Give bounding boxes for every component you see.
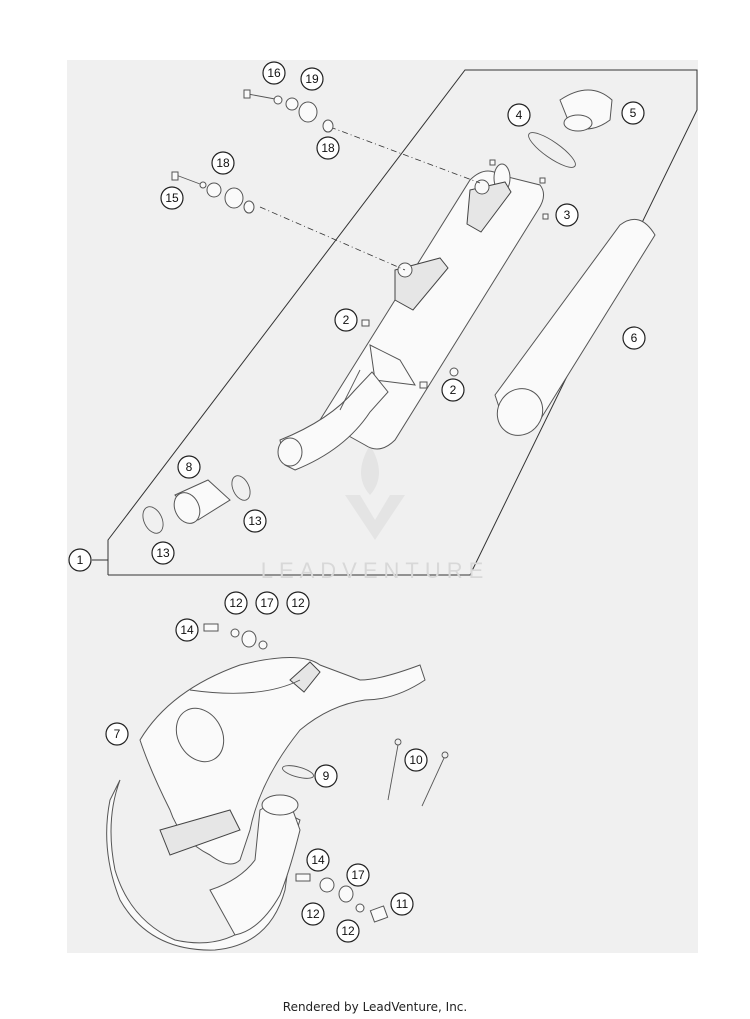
svg-text:12: 12 [291, 596, 305, 610]
springs-10 [387, 738, 449, 807]
callout-7: 7 [105, 722, 129, 746]
svg-text:16: 16 [267, 66, 281, 80]
callout-10: 10 [404, 748, 428, 772]
callout-19: 19 [300, 67, 324, 91]
svg-text:17: 17 [260, 596, 274, 610]
callout-18b: 18 [316, 136, 340, 160]
svg-text:2: 2 [450, 383, 457, 397]
svg-text:6: 6 [631, 331, 638, 345]
callout-5: 5 [621, 101, 645, 125]
svg-text:12: 12 [341, 924, 355, 938]
svg-text:17: 17 [351, 868, 365, 882]
footer-credit: Rendered by LeadVenture, Inc. [282, 1000, 468, 1014]
o-ring-4 [528, 132, 576, 168]
svg-text:12: 12 [229, 596, 243, 610]
callout-12c: 12 [301, 902, 325, 926]
svg-text:3: 3 [564, 208, 571, 222]
svg-text:4: 4 [516, 108, 523, 122]
connecting-sleeve-8 [173, 479, 231, 524]
callout-13b: 13 [151, 541, 175, 565]
callout-12a: 12 [224, 591, 248, 615]
watermark-text: LEADVENTURE [261, 558, 490, 583]
callout-14b: 14 [306, 848, 330, 872]
callout-18a: 18 [211, 151, 235, 175]
callout-16: 16 [262, 61, 286, 85]
svg-text:11: 11 [396, 897, 409, 911]
leadventure-watermark: LEADVENTURE [261, 445, 490, 583]
assembly-frame [107, 69, 698, 576]
callout-3: 3 [555, 203, 579, 227]
svg-text:13: 13 [248, 514, 262, 528]
end-cap-5 [559, 89, 613, 132]
callout-11: 11 [390, 892, 414, 916]
callout-6: 6 [622, 326, 646, 350]
callout-17a: 17 [255, 591, 279, 615]
upper-mount-hardware [243, 89, 334, 133]
callout-4: 4 [507, 103, 531, 127]
o-ring-13-left [142, 506, 164, 534]
svg-text:10: 10 [409, 753, 423, 767]
svg-text:2: 2 [343, 313, 350, 327]
callout-12d: 12 [336, 919, 360, 943]
svg-text:18: 18 [321, 141, 335, 155]
callout-14a: 14 [175, 618, 199, 642]
svg-text:18: 18 [216, 156, 230, 170]
svg-text:13: 13 [156, 546, 170, 560]
svg-text:9: 9 [323, 769, 330, 783]
callout-2a: 2 [334, 308, 358, 332]
svg-text:14: 14 [311, 853, 325, 867]
pipe-upper-hardware [203, 623, 268, 650]
callout-13a: 13 [243, 509, 267, 533]
ring-9 [282, 765, 314, 779]
svg-text:14: 14 [180, 623, 194, 637]
callout-15: 15 [160, 186, 184, 210]
svg-text:1: 1 [77, 553, 84, 567]
callout-8: 8 [177, 455, 201, 479]
svg-text:12: 12 [306, 907, 320, 921]
pipe-lower-hardware [295, 873, 389, 923]
callout-2b: 2 [441, 378, 465, 402]
silencer-body [277, 163, 544, 471]
exhaust-pipe-7 [106, 657, 426, 951]
callout-17b: 17 [346, 863, 370, 887]
callout-1: 1 [68, 548, 92, 572]
callout-12b: 12 [286, 591, 310, 615]
svg-text:15: 15 [165, 191, 179, 205]
svg-text:8: 8 [186, 460, 193, 474]
callout-9: 9 [314, 764, 338, 788]
svg-text:19: 19 [305, 72, 319, 86]
svg-text:5: 5 [630, 106, 637, 120]
lower-mount-hardware [171, 171, 255, 214]
svg-text:7: 7 [114, 727, 121, 741]
o-ring-13-right [231, 475, 251, 501]
